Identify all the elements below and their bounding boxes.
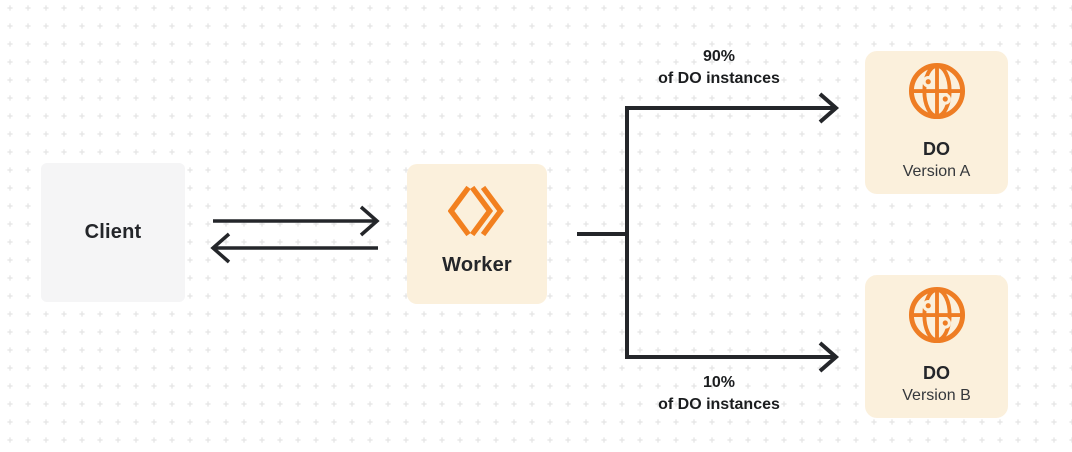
edge-label-90-line1: 90% [702, 48, 736, 65]
arrow-to-do-version-a [625, 92, 840, 124]
worker-node: Worker [407, 164, 547, 304]
do-b-subtitle: Version B [902, 387, 971, 404]
branch-trunk [577, 108, 629, 357]
edge-label-90-percent: 90% of DO instances [619, 46, 819, 90]
do-a-subtitle: Version A [902, 163, 971, 180]
client-label: Client [84, 221, 142, 243]
do-b-title: DO [923, 363, 950, 383]
globe-icon [908, 286, 965, 344]
do-version-a-node: DO Version A [865, 51, 1008, 194]
do-a-title: DO [923, 139, 950, 159]
cloudflare-workers-icon [448, 185, 504, 237]
do-version-b-node: DO Version B [865, 275, 1008, 418]
edge-label-10-percent: 10% of DO instances [619, 372, 819, 416]
edge-label-10-line2: of DO instances [658, 396, 780, 413]
client-node: Client [41, 163, 185, 302]
arrow-client-to-worker [213, 205, 380, 237]
edge-label-90-line2: of DO instances [658, 70, 780, 87]
worker-label: Worker [442, 254, 512, 276]
globe-icon [908, 62, 965, 120]
edge-label-10-line1: 10% [702, 374, 736, 391]
arrow-to-do-version-b [625, 341, 840, 373]
arrow-worker-to-client [210, 232, 378, 264]
